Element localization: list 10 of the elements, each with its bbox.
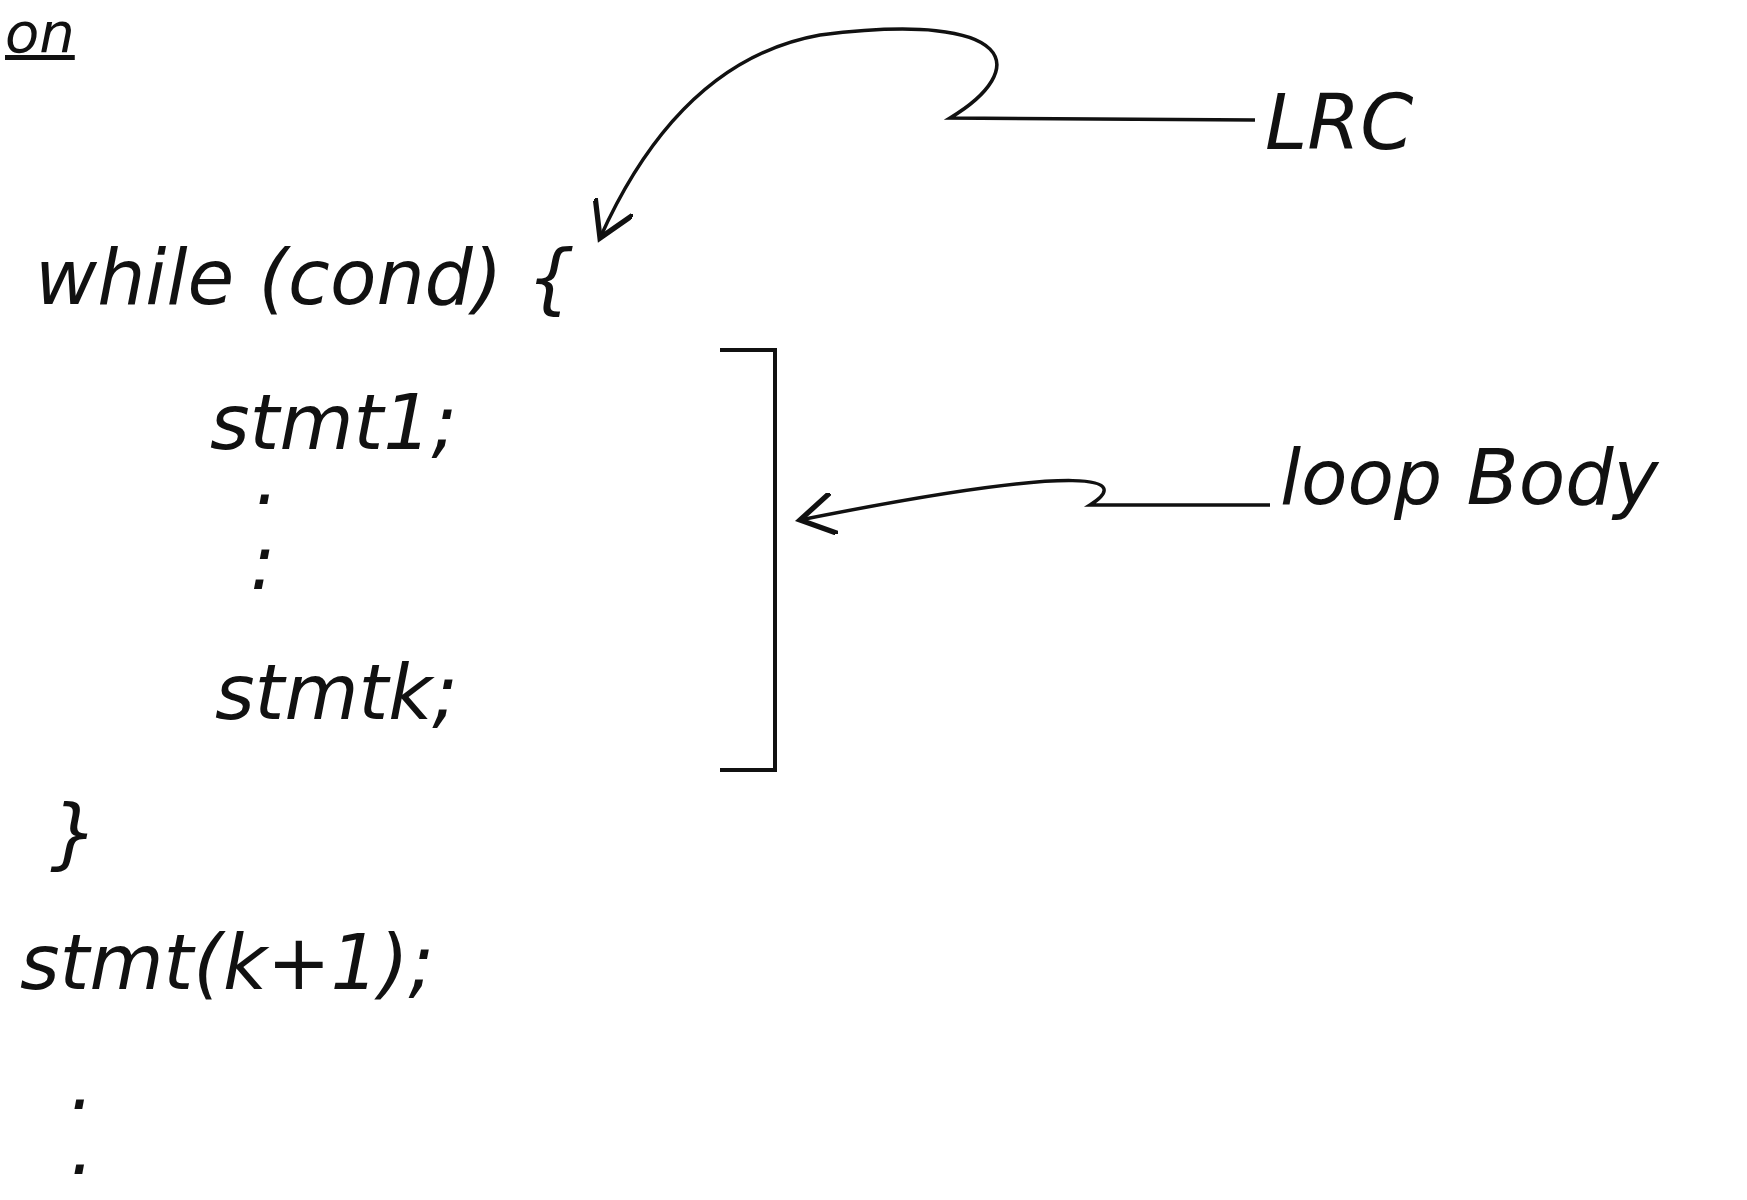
arrow: [593, 27, 1255, 241]
closing-brace: }: [50, 795, 99, 871]
annotation-text: LRC: [1265, 85, 1414, 161]
heading-text: on: [5, 5, 75, 61]
code-line: while (cond) {: [35, 240, 575, 316]
code-line: stmt(k+1);: [20, 925, 435, 1001]
arrow: [797, 478, 1270, 537]
code-line: stmtk;: [215, 655, 458, 731]
bracket: [720, 348, 777, 772]
colon: :: [250, 525, 276, 601]
